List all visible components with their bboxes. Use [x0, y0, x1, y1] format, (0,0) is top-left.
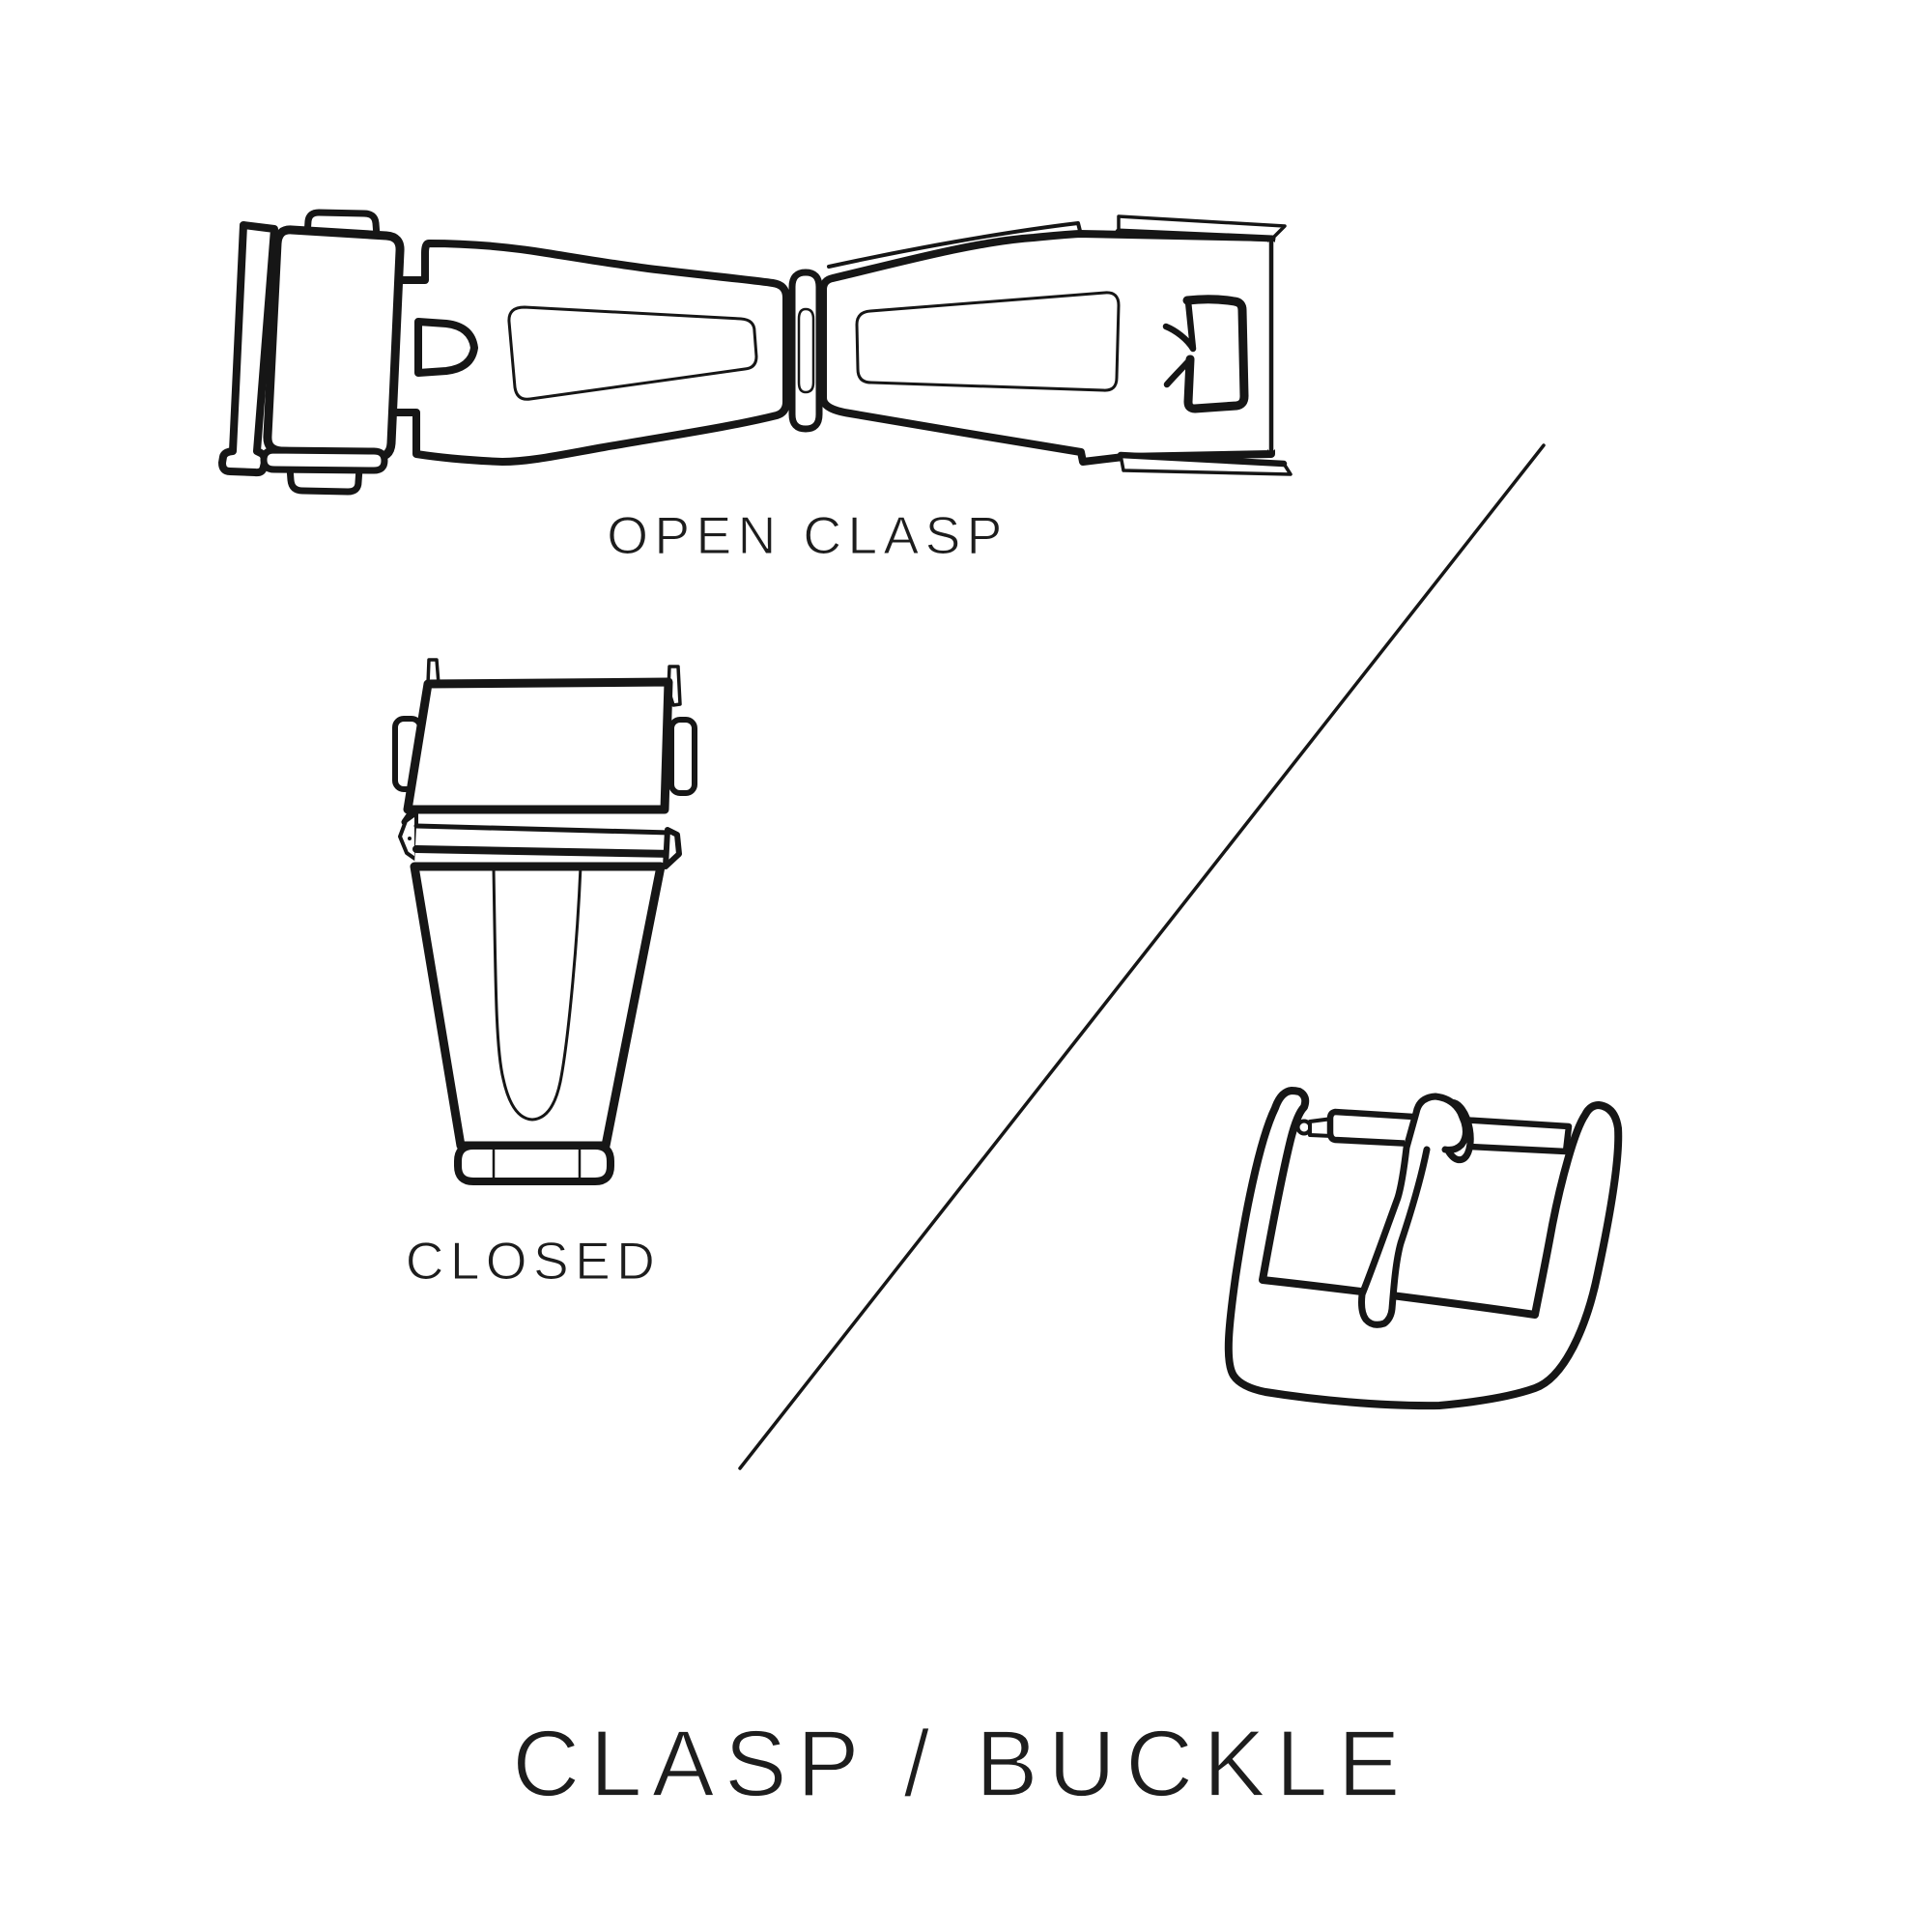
svg-text:OPEN CLASP: OPEN CLASP: [607, 505, 1009, 565]
svg-text:CLASP / BUCKLE: CLASP / BUCKLE: [512, 1711, 1410, 1816]
svg-text:CLOSED: CLOSED: [406, 1231, 662, 1291]
